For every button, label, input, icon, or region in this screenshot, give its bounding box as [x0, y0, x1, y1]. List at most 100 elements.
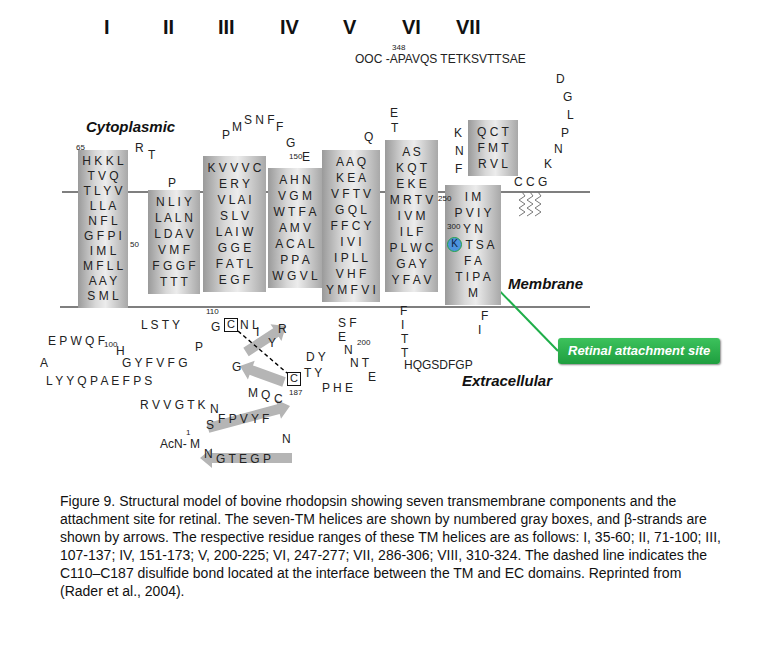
- residue-label: P: [561, 126, 569, 140]
- residue-row: M: [448, 285, 498, 301]
- residue-label: S N F: [244, 113, 275, 127]
- residue-label: L S T Y: [141, 318, 180, 332]
- residue-label: P: [168, 176, 176, 190]
- residue-row: T T T: [151, 274, 197, 290]
- residue-number: 1: [186, 428, 190, 437]
- residue-row: Y N: [448, 221, 498, 237]
- residue-label: N: [210, 402, 219, 416]
- residue-label: I: [478, 323, 481, 337]
- helix-box: Q C TF M TR V L: [468, 120, 518, 176]
- residue-row: G F P I: [81, 229, 125, 244]
- residue-row: P V I Y: [448, 205, 498, 221]
- residue-row: L A I W: [206, 224, 263, 240]
- helix-box: N L I YL A L NL D A VV M FF G G FT T T: [148, 190, 200, 294]
- residue-row: W T F A: [271, 204, 319, 220]
- residue-label: G: [286, 136, 295, 150]
- residue-label: E: [368, 370, 376, 384]
- residue-label: L: [567, 108, 574, 122]
- residue-row: I M L: [81, 244, 125, 259]
- residue-label: HQGSDFGP: [404, 358, 473, 372]
- node-text: C: [225, 319, 237, 330]
- node-text: K: [448, 238, 461, 250]
- residue-label: N T: [350, 356, 369, 370]
- residue-row: F F C Y: [325, 218, 377, 234]
- residue-label: K: [454, 126, 462, 140]
- residue-label: H: [116, 344, 125, 358]
- residue-label: G: [563, 90, 572, 104]
- residue-row: I P L L: [325, 250, 377, 266]
- helix-numeral: III: [218, 16, 235, 38]
- helix-box: H K K LT V QT L Y VL L AN F LG F P II M …: [78, 150, 128, 308]
- residue-label: P: [195, 340, 203, 354]
- residue-row: G G E: [206, 240, 263, 256]
- residue-label: F: [455, 162, 462, 176]
- residue-label: T Y: [304, 366, 322, 380]
- residue-number: 110: [206, 307, 219, 316]
- residue-label: N: [204, 447, 213, 461]
- membrane-line: [60, 306, 590, 308]
- residue-label: T: [401, 332, 408, 346]
- residue-row: V H F: [325, 266, 377, 282]
- residue-label: N: [455, 144, 464, 158]
- residue-row: R V L: [471, 156, 515, 172]
- residue-label: AcN- M: [160, 437, 200, 451]
- residue-number: 200: [357, 338, 370, 347]
- residue-label: R V V G T K: [140, 398, 206, 412]
- residue-label: T: [401, 346, 408, 360]
- residue-number: 150: [289, 152, 302, 161]
- residue-label: R: [278, 322, 287, 336]
- residue-row: T V Q: [81, 169, 125, 184]
- cysteine-box: C: [287, 372, 301, 386]
- residue-row: F G G F: [151, 258, 197, 274]
- residue-row: A H N: [271, 172, 319, 188]
- residue-row: A A Q: [325, 154, 377, 170]
- residue-row: L A L N: [151, 210, 197, 226]
- helix-numeral: I: [104, 16, 110, 38]
- residue-label: I: [401, 318, 404, 332]
- residue-number: 300: [447, 222, 460, 231]
- residue-label: D: [556, 72, 565, 86]
- residue-row: M F L L: [81, 259, 125, 274]
- residue-row: I L F: [388, 224, 435, 240]
- residue-label: E P W Q F: [48, 334, 105, 348]
- helix-numeral: II: [163, 16, 174, 38]
- residue-row: Y F A V: [388, 272, 435, 288]
- residue-label: F: [400, 304, 407, 318]
- residue-row: N F L: [81, 214, 125, 229]
- figure-caption: Figure 9. Structural model of bovine rho…: [60, 492, 725, 600]
- residue-label: G: [232, 360, 241, 374]
- residue-label: G T E G P: [216, 452, 271, 466]
- residue-row: S M L: [81, 289, 125, 304]
- residue-row: G A Y: [388, 256, 435, 272]
- residue-row: K E A: [325, 170, 377, 186]
- residue-row: K Q T: [388, 160, 435, 176]
- residue-label: N: [282, 432, 291, 446]
- residue-label: OOC -APAVQS TETKSVTTSAE: [355, 52, 526, 66]
- residue-label: G Y F V F G: [122, 356, 188, 370]
- helix-box: I MP V I YY NT S AF AT I P AMK: [445, 185, 501, 305]
- residue-label: D Y: [306, 350, 326, 364]
- residue-row: Y M F V I: [325, 282, 377, 298]
- residue-row: P L W C: [388, 240, 435, 256]
- residue-label: Q: [364, 130, 373, 144]
- node-text: Retinal attachment site: [568, 343, 710, 359]
- residue-row: V L A I: [206, 192, 263, 208]
- residue-row: L L A: [81, 199, 125, 214]
- residue-row: H K K L: [81, 154, 125, 169]
- node-text: C: [288, 373, 300, 384]
- residue-row: F A T L: [206, 256, 263, 272]
- residue-number: 187: [289, 388, 302, 397]
- residue-number: 348: [392, 43, 405, 52]
- residue-label: S: [206, 418, 214, 432]
- residue-row: F A: [448, 253, 498, 269]
- region-label: Membrane: [508, 275, 583, 293]
- beta-strand-arrow: [240, 361, 286, 387]
- residue-row: P P A: [271, 252, 319, 268]
- residue-label: P: [222, 128, 230, 142]
- residue-row: V G M: [271, 188, 319, 204]
- residue-row: I M: [448, 189, 498, 205]
- palmitoyl-chains: [519, 192, 541, 216]
- residue-label: T: [391, 121, 398, 135]
- helix-box: K V V V CE R YV L A IS L VL A I WG G EF …: [203, 156, 266, 292]
- residue-row: Q C T: [471, 124, 515, 140]
